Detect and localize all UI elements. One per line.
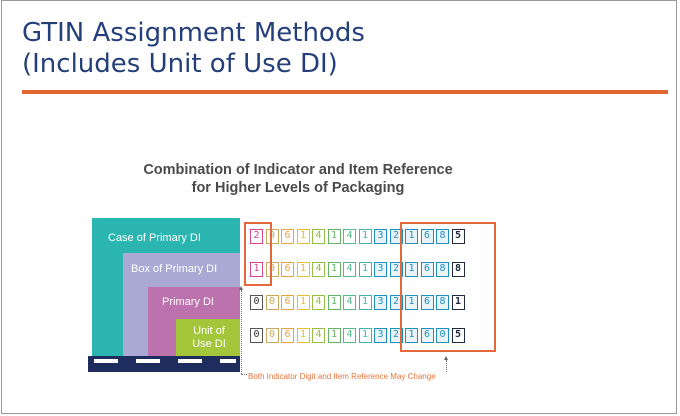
gtin-digit-cell: 6 [281, 295, 294, 310]
unit-of-use-di-box: Unit of Use DI [176, 319, 240, 356]
gtin-digit-cell: 4 [343, 262, 356, 277]
gtin-digit-cell: 2 [389, 295, 403, 310]
item-reference-highlight [400, 222, 496, 352]
unit-of-use-di-label: Unit of Use DI [192, 325, 226, 350]
title-rule [22, 90, 668, 94]
gtin-digit-cell: 8 [436, 262, 449, 277]
gtin-digit-cell: 3 [374, 262, 387, 277]
gtin-digit-cell: 0 [265, 328, 279, 343]
gtin-digit-cell: 8 [436, 229, 449, 244]
gtin-digit-cell: 6 [281, 328, 294, 343]
diagram-title: Combination of Indicator and Item Refere… [98, 161, 498, 197]
gtin-digit-cell: 1 [358, 328, 372, 343]
gtin-digit-cell: 1 [327, 229, 341, 244]
gtin-digit-cell: 5 [451, 328, 465, 343]
gtin-digit-cell: 6 [281, 262, 294, 277]
case-of-primary-di-label: Case of Primary DI [108, 232, 201, 244]
gtin-digit-cell: 1 [405, 328, 418, 343]
gtin-digit-cell: 1 [405, 229, 418, 244]
gtin-digit-cell: 1 [358, 295, 372, 310]
gtin-digit-cell: 0 [250, 328, 263, 343]
item-reference-leader-line [446, 360, 447, 372]
diagram-title-line-1: Combination of Indicator and Item Refere… [143, 162, 453, 178]
gtin-digit-cell: 0 [265, 295, 279, 310]
gtin-digit-cell: 6 [420, 328, 434, 343]
gtin-digit-cell: 1 [296, 328, 310, 343]
gtin-digit-cell: 1 [327, 262, 341, 277]
gtin-digit-cell: 4 [312, 229, 325, 244]
footnote: Both Indicator Digit and Item Reference … [248, 372, 436, 381]
gtin-digit-cell: 2 [250, 229, 263, 244]
pallet-icon [88, 356, 240, 372]
gtin-digit-cell: 8 [436, 295, 449, 310]
gtin-digit-cell: 0 [250, 295, 263, 310]
gtin-digit-cell: 1 [327, 328, 341, 343]
gtin-digit-cell: 1 [451, 295, 465, 310]
gtin-digit-cell: 4 [343, 295, 356, 310]
gtin-digit-cell: 4 [312, 262, 325, 277]
gtin-digit-cell: 8 [451, 262, 465, 277]
gtin-digit-cell: 0 [436, 328, 449, 343]
gtin-digit-cell: 5 [451, 229, 465, 244]
slide-title: GTIN Assignment Methods (Includes Unit o… [22, 18, 365, 80]
footnote-leader-line [241, 374, 247, 375]
item-reference-arrow-icon [444, 356, 448, 360]
box-of-primary-di-label: Box of Primary DI [131, 263, 218, 275]
gtin-digit-cell: 1 [358, 262, 372, 277]
gtin-digit-cell: 3 [374, 328, 387, 343]
gtin-digit-cell: 4 [312, 328, 325, 343]
gtin-digit-cell: 1 [405, 295, 418, 310]
gtin-digit-cell: 4 [343, 229, 356, 244]
gtin-digit-cell: 1 [296, 262, 310, 277]
gtin-digit-cell: 2 [389, 328, 403, 343]
gtin-digit-cell: 2 [389, 229, 403, 244]
gtin-digit-cell: 1 [405, 262, 418, 277]
gtin-digit-cell: 4 [343, 328, 356, 343]
gtin-digit-cell: 3 [374, 229, 387, 244]
gtin-digit-cell: 6 [281, 229, 294, 244]
slide-title-line-1: GTIN Assignment Methods [22, 18, 365, 48]
gtin-digit-cell: 6 [420, 262, 434, 277]
indicator-digit-highlight [244, 222, 272, 286]
diagram-title-line-2: for Higher Levels of Packaging [191, 180, 405, 196]
gtin-digit-cell: 1 [296, 295, 310, 310]
indicator-leader-line [241, 290, 242, 374]
gtin-digit-cell: 0 [265, 262, 279, 277]
gtin-digit-cell: 1 [296, 229, 310, 244]
gtin-digit-cell: 0 [265, 229, 279, 244]
gtin-digit-cell: 2 [389, 262, 403, 277]
gtin-digit-cell: 6 [420, 229, 434, 244]
gtin-digit-cell: 6 [420, 295, 434, 310]
gtin-digit-cell: 4 [312, 295, 325, 310]
gtin-digit-cell: 1 [327, 295, 341, 310]
primary-di-label: Primary DI [162, 296, 214, 308]
gtin-digit-cell: 1 [250, 262, 263, 277]
slide-title-line-2: (Includes Unit of Use DI) [22, 49, 338, 79]
indicator-arrow-icon [239, 286, 243, 290]
gtin-digit-cell: 1 [358, 229, 372, 244]
gtin-digit-cell: 3 [374, 295, 387, 310]
